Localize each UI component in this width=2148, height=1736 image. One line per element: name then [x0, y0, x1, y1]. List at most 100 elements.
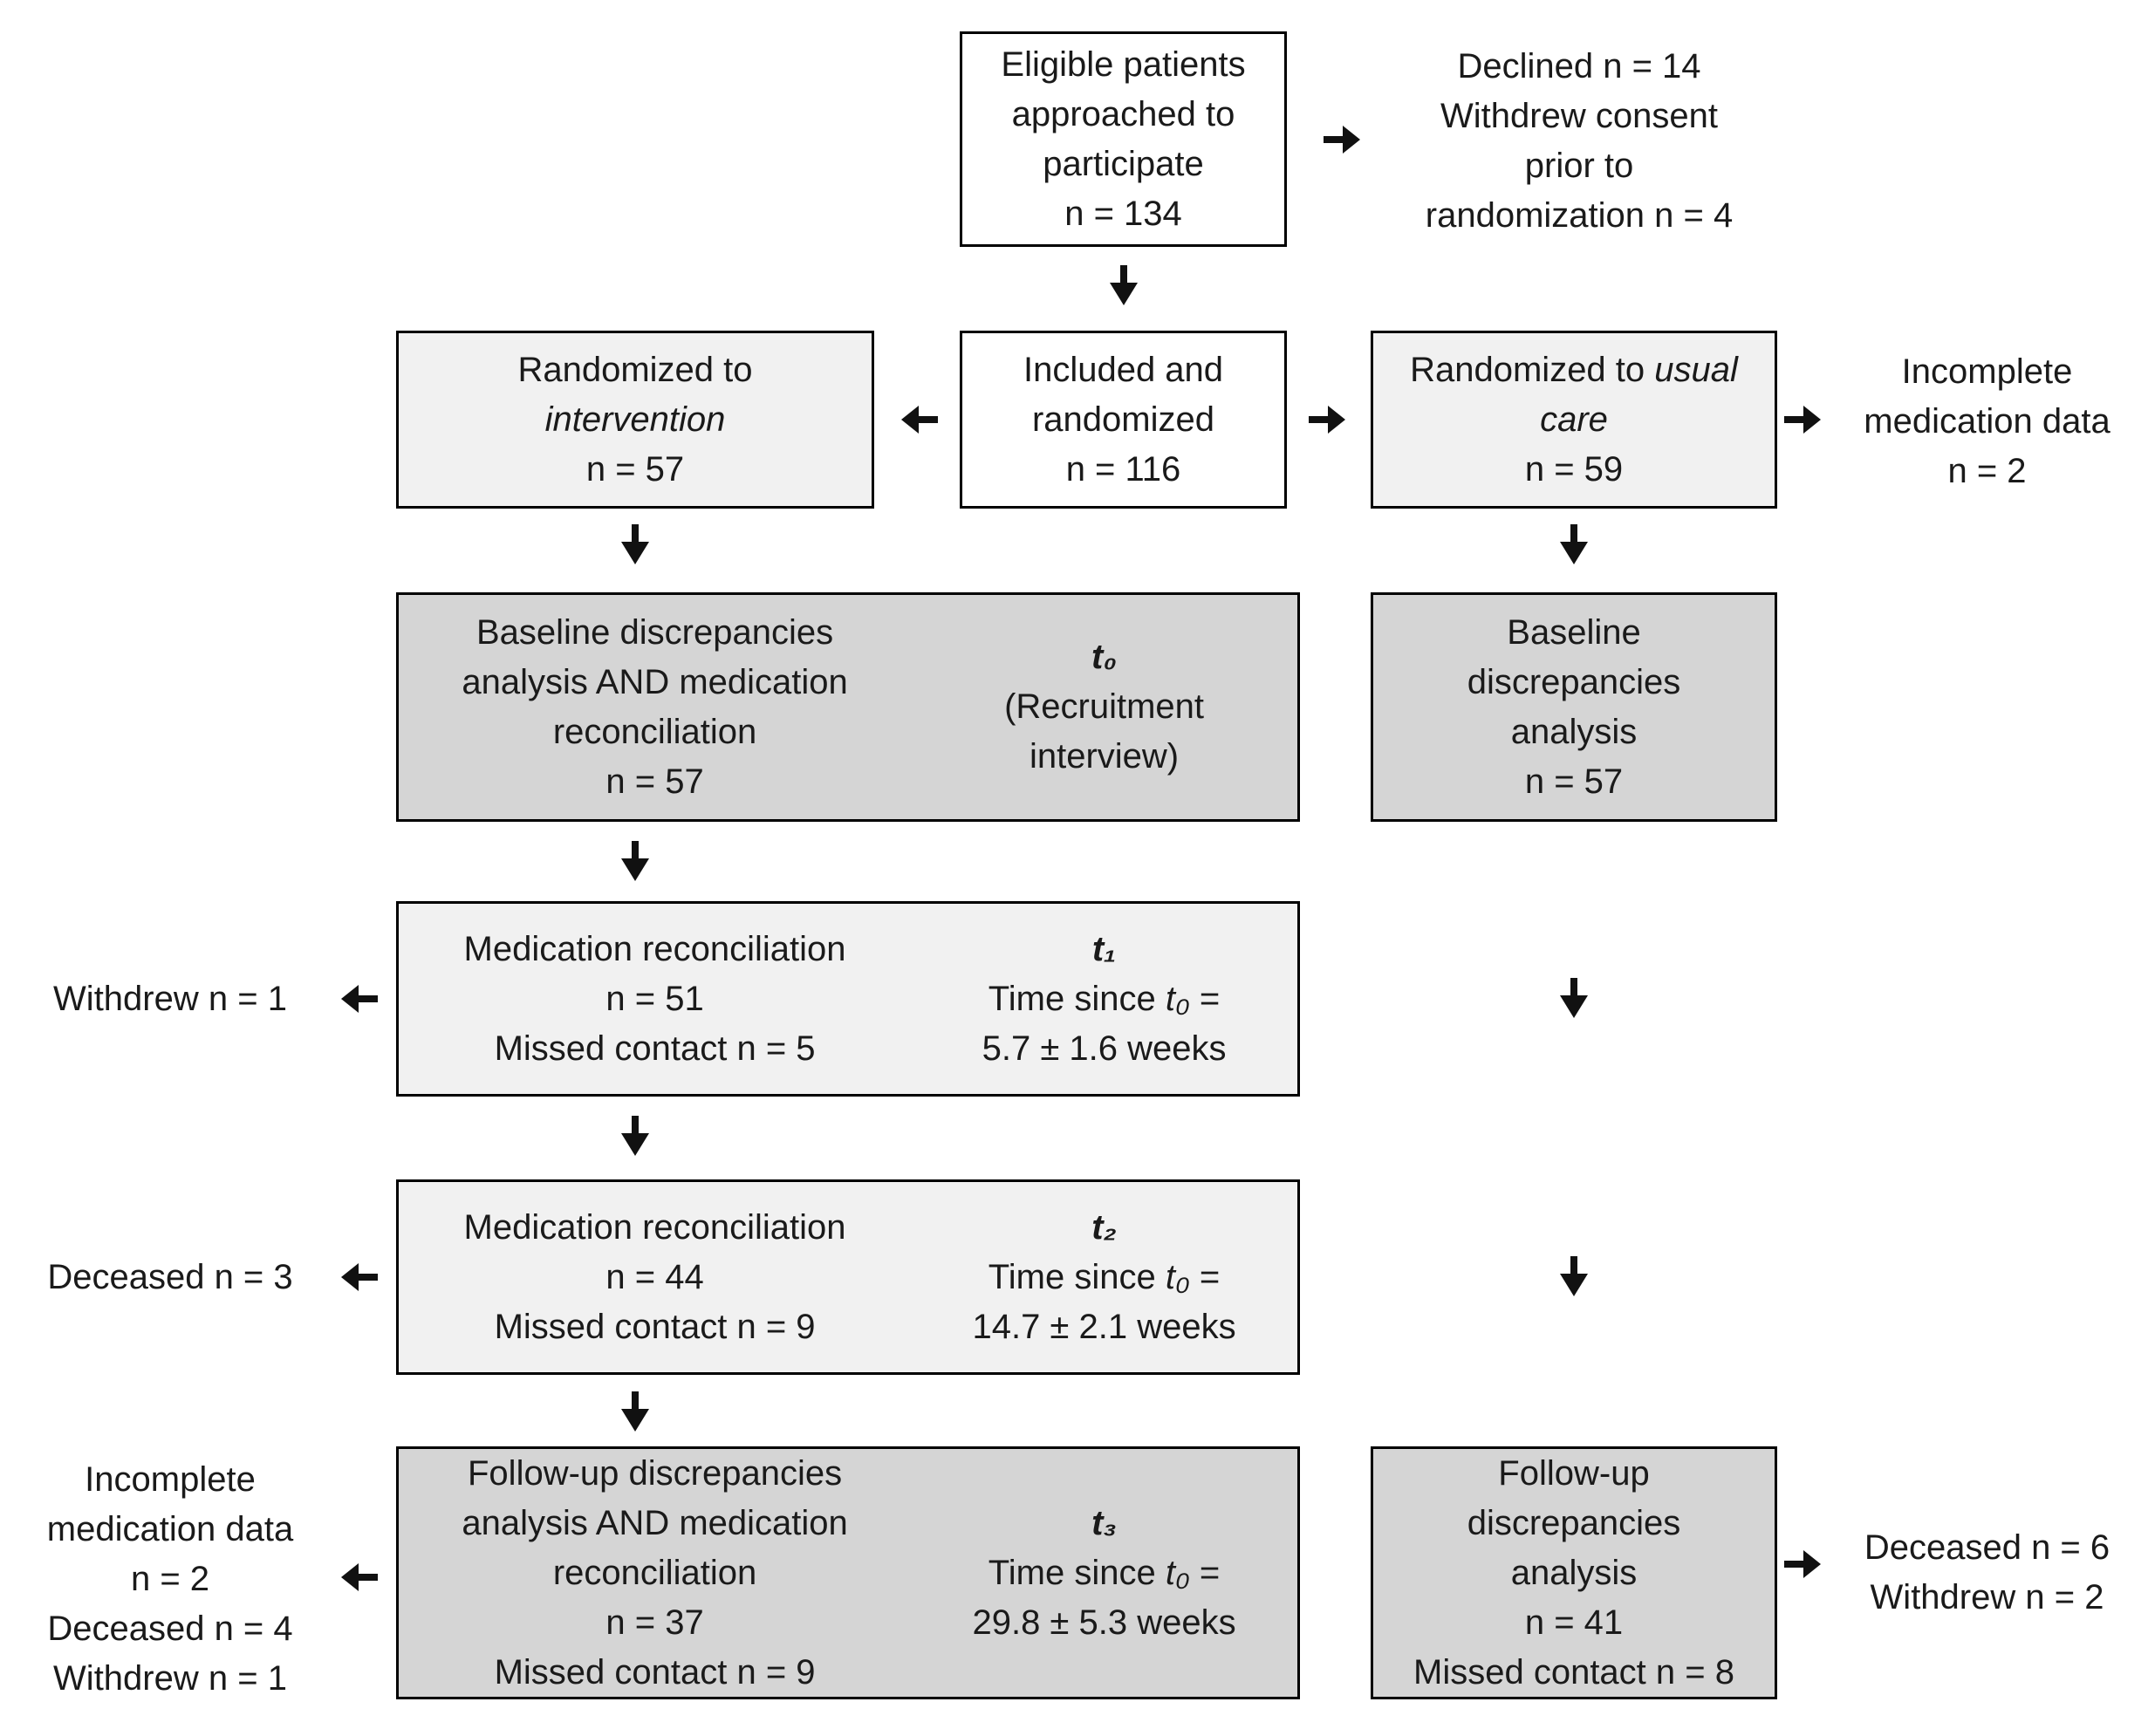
note-line: Deceased n = 3 — [47, 1258, 293, 1296]
arrow-down-icon — [1560, 978, 1588, 1018]
note-incomplete-deceased-withdrew: Incomplete medication data n = 2 Decease… — [17, 1455, 323, 1704]
note-line: Incomplete — [1901, 352, 2073, 391]
timepoint-label: t₁ — [1091, 929, 1117, 968]
box-line: analysis — [1510, 1553, 1638, 1592]
box-line: n = 44 — [605, 1257, 704, 1296]
box-line: approached to — [1011, 94, 1235, 133]
box-line-segment: = — [1189, 1553, 1221, 1592]
box-line: 14.7 ± 2.1 weeks — [972, 1307, 1236, 1346]
box-line: Eligible patients — [1001, 44, 1246, 84]
box-left-column: Follow-up discrepancies analysis AND med… — [399, 1449, 911, 1698]
box-line: Time since t₀ = — [911, 1253, 1297, 1302]
box-line: Medication reconciliation — [463, 929, 846, 968]
box-line: reconciliation — [552, 712, 757, 751]
box-medication-reconciliation-t1: Medication reconciliation n = 51 Missed … — [396, 901, 1300, 1097]
timepoint-label: t₂ — [1091, 1207, 1117, 1247]
box-line: n = 116 — [1065, 449, 1181, 489]
box-line: n = 51 — [605, 979, 704, 1018]
box-right-column: t₃ Time since t₀ = 29.8 ± 5.3 weeks — [911, 1499, 1297, 1648]
box-line: Time since t₀ = — [911, 974, 1297, 1024]
box-line-segment: = — [1189, 1257, 1221, 1296]
box-line: analysis AND medication — [462, 662, 848, 701]
note-incomplete-medication-top: Incomplete medication data n = 2 — [1832, 347, 2142, 496]
box-line: Baseline — [1507, 612, 1641, 652]
box-line: n = 57 — [1524, 762, 1624, 801]
box-randomized-usual-care: Randomized to usual care n = 59 — [1371, 331, 1777, 509]
box-line-segment: usual — [1654, 350, 1738, 389]
arrow-down-icon — [1560, 524, 1588, 564]
box-line: randomized — [1031, 400, 1214, 439]
box-line: n = 134 — [1064, 194, 1182, 233]
box-line: analysis — [1510, 712, 1638, 751]
box-right-column: t₀ (Recruitment interview) — [911, 632, 1297, 782]
box-line: n = 59 — [1524, 449, 1624, 489]
box-line-segment: t₀ — [1165, 1257, 1190, 1296]
box-baseline-analysis-reconciliation: Baseline discrepancies analysis AND medi… — [396, 592, 1300, 822]
box-line: n = 41 — [1524, 1603, 1624, 1642]
timepoint-label: t₃ — [1091, 1503, 1117, 1542]
note-line: Deceased n = 4 — [47, 1610, 293, 1648]
note-line: medication data — [1864, 402, 2110, 441]
box-line: Follow-up discrepancies — [468, 1453, 843, 1493]
box-line-segment: Time since — [988, 1257, 1166, 1296]
note-withdrew: Withdrew n = 1 — [17, 974, 323, 1024]
arrow-right-icon — [1784, 406, 1821, 434]
note-line: prior to — [1524, 147, 1634, 185]
box-line: Missed contact n = 9 — [494, 1307, 816, 1346]
arrow-left-icon — [341, 985, 378, 1013]
box-line: Time since t₀ = — [911, 1548, 1297, 1598]
note-line: Declined n = 14 — [1457, 47, 1701, 85]
box-right-column: t₂ Time since t₀ = 14.7 ± 2.1 weeks — [911, 1203, 1297, 1352]
box-line-segment: Time since — [988, 979, 1166, 1018]
note-line: n = 2 — [1947, 452, 2027, 490]
note-deceased-withdrew-bottom: Deceased n = 6 Withdrew n = 2 — [1832, 1523, 2142, 1623]
box-line: analysis AND medication — [462, 1503, 848, 1542]
box-left-column: Medication reconciliation n = 51 Missed … — [399, 925, 911, 1074]
box-line: Missed contact n = 8 — [1413, 1652, 1734, 1692]
box-line-segment: Time since — [988, 1553, 1166, 1592]
note-line: Withdrew n = 2 — [1870, 1578, 2104, 1616]
box-line: Follow-up — [1498, 1453, 1650, 1493]
arrow-down-icon — [1110, 265, 1138, 305]
box-line: participate — [1043, 144, 1204, 183]
note-line: medication data — [46, 1510, 294, 1548]
timepoint-label: t₀ — [1091, 638, 1118, 676]
box-line: Baseline discrepancies — [475, 612, 834, 652]
arrow-right-icon — [1324, 126, 1360, 154]
note-line: Withdrew consent — [1440, 97, 1718, 135]
box-line: discrepancies — [1467, 662, 1681, 701]
box-line: Randomized to usual — [1373, 345, 1775, 395]
box-medication-reconciliation-t2: Medication reconciliation n = 44 Missed … — [396, 1179, 1300, 1375]
arrow-down-icon — [621, 1116, 649, 1156]
box-line: n = 57 — [585, 449, 685, 489]
box-line: 29.8 ± 5.3 weeks — [972, 1603, 1236, 1642]
box-line: interview) — [1029, 737, 1180, 776]
note-line: Incomplete — [85, 1460, 256, 1499]
box-line: (Recruitment — [1004, 687, 1205, 726]
note-line: randomization n = 4 — [1425, 196, 1734, 235]
arrow-right-icon — [1784, 1550, 1821, 1578]
note-deceased: Deceased n = 3 — [17, 1253, 323, 1302]
arrow-left-icon — [341, 1563, 378, 1591]
arrow-left-icon — [901, 406, 938, 434]
box-line-segment: t₀ — [1165, 1553, 1190, 1592]
arrow-right-icon — [1309, 406, 1345, 434]
box-line: Randomized to — [517, 350, 753, 389]
box-included-randomized: Included and randomized n = 116 — [960, 331, 1287, 509]
arrow-down-icon — [621, 841, 649, 881]
box-line-segment: Randomized to — [1410, 350, 1655, 389]
box-followup-analysis-reconciliation: Follow-up discrepancies analysis AND med… — [396, 1446, 1300, 1699]
note-line: n = 2 — [130, 1560, 210, 1598]
box-line-segment: t₀ — [1165, 979, 1190, 1018]
box-line: n = 57 — [605, 762, 704, 801]
arrow-down-icon — [621, 1391, 649, 1432]
box-baseline-analysis: Baseline discrepancies analysis n = 57 — [1371, 592, 1777, 822]
box-line: discrepancies — [1467, 1503, 1681, 1542]
note-line: Withdrew n = 1 — [53, 1659, 287, 1698]
box-randomized-intervention: Randomized to intervention n = 57 — [396, 331, 874, 509]
arrow-down-icon — [1560, 1256, 1588, 1296]
box-line-segment: = — [1189, 979, 1221, 1018]
box-line: Medication reconciliation — [463, 1207, 846, 1247]
note-line: Withdrew n = 1 — [53, 980, 287, 1018]
